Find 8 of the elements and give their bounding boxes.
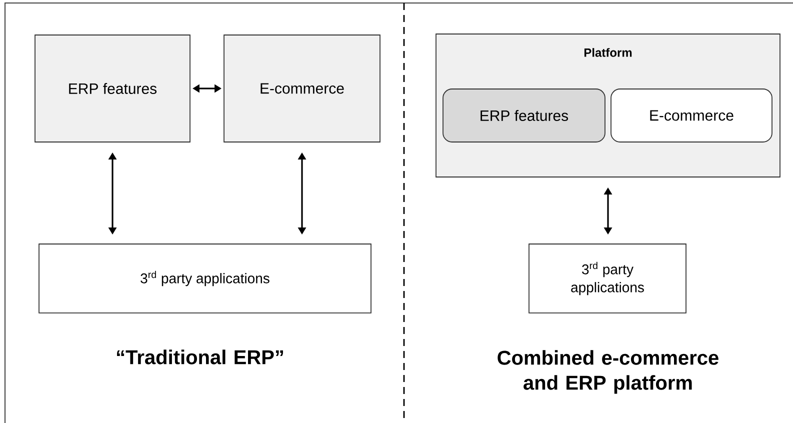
module-box: ERP features [442, 88, 606, 142]
feature-box: E-commerce [224, 34, 380, 142]
caption: Combined e-commerce and ERP platform [498, 350, 718, 394]
feature-box: ERP features [34, 34, 190, 142]
application-box: 3$^{rd}$ party applications [528, 244, 686, 314]
application-box: 3$^{rd}$ party applications [38, 244, 372, 314]
caption: “Traditional ERP” [117, 350, 283, 364]
module-box: E-commerce [610, 88, 772, 142]
